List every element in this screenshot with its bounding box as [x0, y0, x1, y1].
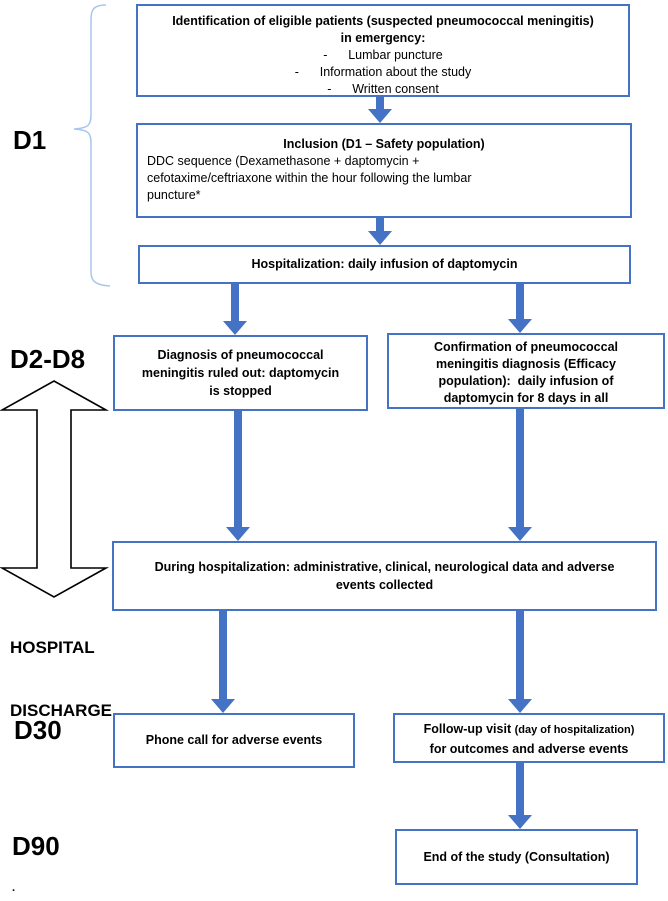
follow-up-main-text: Follow-up visit	[423, 722, 515, 736]
box-inclusion: Inclusion (D1 – Safety population) DDC s…	[136, 123, 632, 218]
arrow-head	[226, 527, 250, 541]
confirmation-line1: Confirmation of pneumococcal	[433, 340, 619, 354]
hospital-stay-double-arrow	[0, 380, 110, 598]
footnote-mark: .	[12, 882, 16, 894]
box-follow-up-visit: Follow-up visit (day of hospitalization)…	[393, 713, 665, 763]
confirmation-line4: daptomycin for 8 days in all	[443, 391, 609, 405]
identification-item-written-consent: - Written consent	[327, 82, 439, 96]
end-of-study-text: End of the study (Consultation)	[423, 849, 610, 864]
arrow-shaft	[516, 611, 524, 699]
arrow-head	[223, 321, 247, 335]
arrow-shaft	[376, 97, 384, 109]
identification-title-line2: in emergency:	[340, 31, 426, 45]
box-phone-call: Phone call for adverse events	[113, 713, 355, 768]
diagnosis-line2: meningitis ruled out: daptomycin	[141, 366, 340, 380]
arrow-hospitalization-to-diagnosis	[223, 284, 247, 335]
arrow-head	[508, 699, 532, 713]
arrow-shaft	[516, 763, 524, 815]
arrow-shaft	[516, 284, 524, 319]
arrow-during-to-follow-up	[508, 611, 532, 713]
during-hospitalization-line2: events collected	[335, 578, 434, 592]
follow-up-parenthetical: (day of hospitalization)	[514, 724, 635, 736]
identification-item-study-information: - Information about the study	[294, 65, 472, 79]
arrow-inclusion-to-hospitalization	[368, 218, 392, 245]
inclusion-body-line2: cefotaxime/ceftriaxone within the hour f…	[147, 171, 472, 185]
box-confirmation: Confirmation of pneumococcal meningitis …	[387, 333, 665, 409]
confirmation-line2: meningitis diagnosis (Efficacy	[436, 357, 616, 371]
arrow-head	[368, 231, 392, 245]
identification-item-lumbar-puncture: - Lumbar puncture	[323, 48, 443, 62]
box-hospitalization: Hospitalization: daily infusion of dapto…	[138, 245, 631, 284]
inclusion-body-line3: puncture*	[147, 188, 201, 202]
arrow-shaft	[234, 411, 242, 527]
arrow-shaft	[231, 284, 239, 321]
arrow-confirmation-to-during-hospitalization	[508, 409, 532, 541]
hospital-discharge-line2: DISCHARGE	[10, 701, 113, 720]
arrow-head	[368, 109, 392, 123]
timeline-label-d1: D1	[13, 125, 47, 155]
box-during-hospitalization: During hospitalization: administrative, …	[112, 541, 657, 611]
follow-up-line2: for outcomes and adverse events	[429, 742, 629, 756]
follow-up-line1: Follow-up visit (day of hospitalization)	[395, 720, 663, 740]
diagnosis-line3: is stopped	[209, 384, 272, 398]
hospitalization-text: Hospitalization: daily infusion of dapto…	[251, 257, 518, 271]
identification-title-line1: Identification of eligible patients (sus…	[172, 14, 594, 28]
arrow-head	[211, 699, 235, 713]
arrow-shaft	[376, 218, 384, 231]
arrow-head	[508, 319, 532, 333]
arrow-follow-up-to-end	[508, 763, 532, 829]
arrow-shaft	[516, 409, 524, 527]
timeline-label-hospital-discharge: HOSPITAL DISCHARGE	[10, 595, 112, 763]
box-diagnosis-ruled-out: Diagnosis of pneumococcal meningitis rul…	[113, 335, 368, 411]
arrow-during-to-phone-call	[211, 611, 235, 713]
d1-brace	[73, 4, 111, 287]
hospital-discharge-line1: HOSPITAL	[10, 638, 95, 657]
during-hospitalization-line1: During hospitalization: administrative, …	[154, 560, 615, 574]
arrow-head	[508, 815, 532, 829]
diagnosis-line1: Diagnosis of pneumococcal	[157, 348, 324, 362]
phone-call-text: Phone call for adverse events	[145, 733, 323, 747]
arrow-diagnosis-to-during-hospitalization	[226, 411, 250, 541]
confirmation-line3: population): daily infusion of	[438, 374, 614, 388]
inclusion-body-line1: DDC sequence (Dexamethasone + daptomycin…	[147, 154, 420, 168]
box-end-of-study: End of the study (Consultation)	[395, 829, 638, 885]
arrow-shaft	[219, 611, 227, 699]
arrow-hospitalization-to-confirmation	[508, 284, 532, 333]
arrow-identification-to-inclusion	[368, 97, 392, 123]
timeline-label-d90: D90	[12, 831, 60, 861]
timeline-label-d30: D30	[14, 715, 62, 745]
timeline-label-d2-d8: D2-D8	[10, 344, 86, 374]
inclusion-title: Inclusion (D1 – Safety population)	[283, 137, 485, 151]
arrow-head	[508, 527, 532, 541]
box-identification: Identification of eligible patients (sus…	[136, 4, 630, 97]
